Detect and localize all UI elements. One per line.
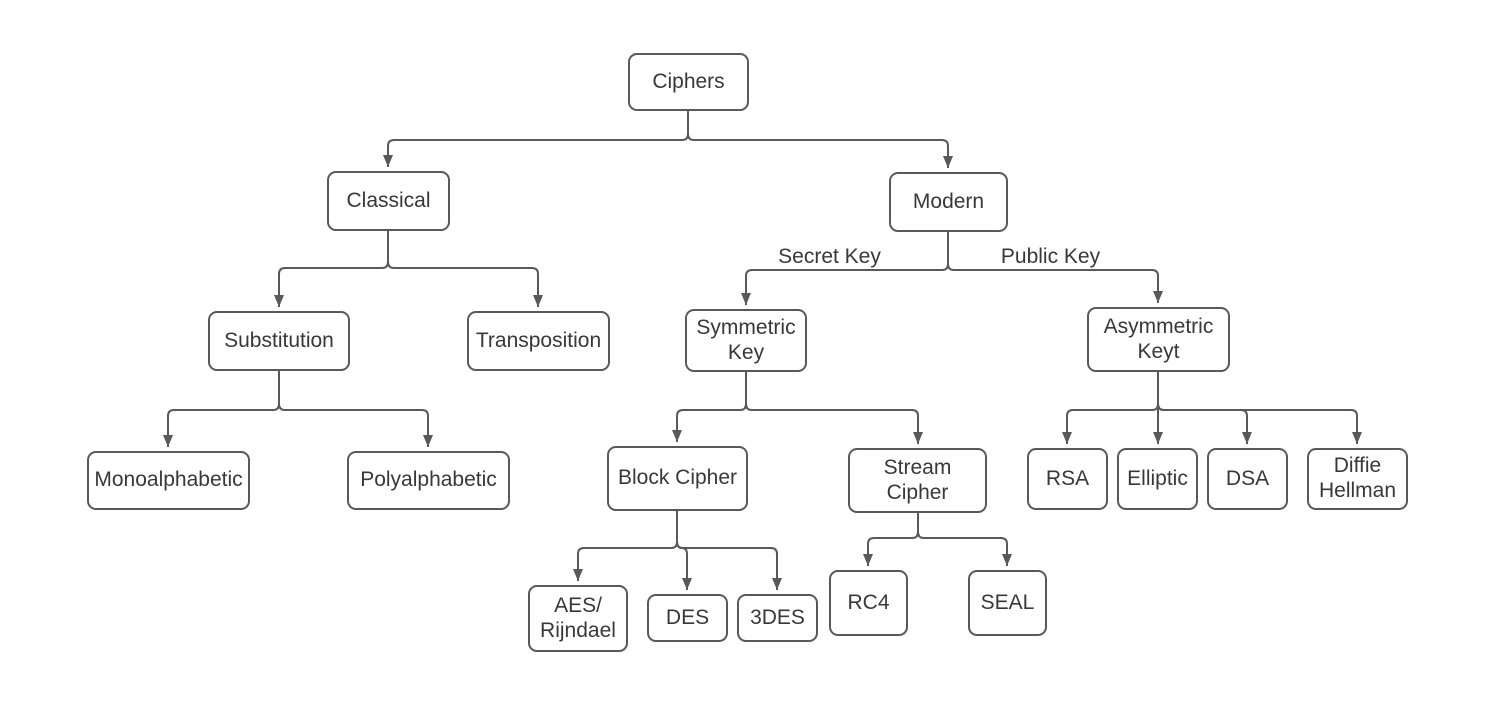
edge-asymmetric-diffie-hellman [1157,372,1362,444]
edge-substitution-monoalphabetic [163,371,280,447]
edge-classical-substitution [274,231,389,307]
node-block-cipher: Block Cipher [607,446,748,511]
node-seal: SEAL [968,570,1047,636]
node-diffie-hellman: Diffie Hellman [1307,448,1408,510]
edge-modern-asymmetric-key [947,232,1163,303]
node-modern: Modern [889,172,1008,232]
edge-symmetric-block-cipher [672,372,747,442]
node-asymmetric-key: Asymmetric Keyt [1087,307,1230,372]
node-classical: Classical [327,171,450,231]
edge-ciphers-classical [383,111,689,167]
node-stream-cipher: Stream Cipher [848,448,987,513]
edge-asymmetric-rsa [1062,372,1159,444]
edge-symmetric-stream-cipher [745,372,923,444]
edge-substitution-polyalphabetic [278,371,433,447]
node-polyalphabetic: Polyalphabetic [347,451,510,510]
node-dsa: DSA [1207,448,1288,510]
node-symmetric-key: Symmetric Key [685,309,807,372]
edge-stream-rc4 [863,513,919,566]
node-transposition: Transposition [467,311,610,371]
edge-asymmetric-dsa [1157,372,1252,444]
node-elliptic: Elliptic [1117,448,1198,510]
node-rc4: RC4 [829,570,908,636]
edge-stream-seal [917,513,1012,566]
edge-label-public-key: Public Key [1000,245,1101,268]
node-3des: 3DES [737,594,818,642]
edge-block-aes-rijndael [573,511,678,581]
node-des: DES [647,594,728,642]
node-substitution: Substitution [208,311,350,371]
node-aes-rijndael: AES/ Rijndael [528,585,628,652]
edge-classical-transposition [387,231,543,307]
edge-ciphers-modern [687,111,953,168]
edge-label-secret-key: Secret Key [778,245,881,268]
edge-modern-symmetric-key [741,232,949,305]
edge-block-3des [676,511,782,590]
node-rsa: RSA [1027,448,1108,510]
edge-block-des [676,511,692,590]
node-ciphers: Ciphers [628,53,749,111]
node-monoalphabetic: Monoalphabetic [87,451,250,510]
